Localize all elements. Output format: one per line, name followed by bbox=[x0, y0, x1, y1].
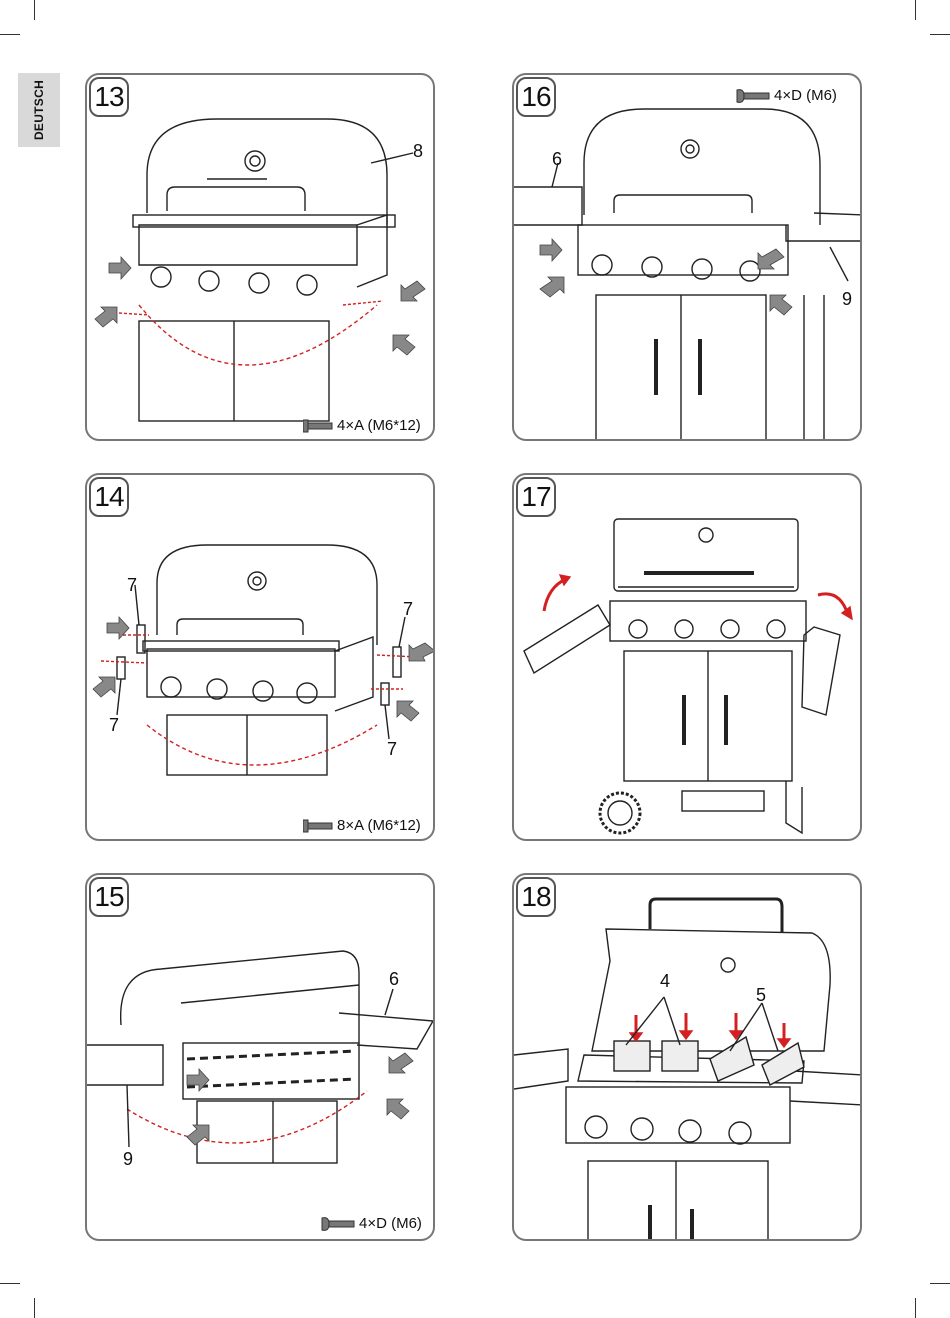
step-number-badge: 13 bbox=[89, 77, 129, 117]
part-label: 7 bbox=[127, 575, 137, 596]
part-label: 7 bbox=[387, 739, 397, 760]
crop-mark bbox=[0, 34, 20, 35]
step-number-badge: 14 bbox=[89, 477, 129, 517]
screw-note-text: 4×D (M6) bbox=[774, 87, 837, 104]
crop-mark bbox=[34, 0, 35, 20]
screw-note: 4×D (M6) bbox=[321, 1215, 422, 1232]
screw-note-text: 4×A (M6*12) bbox=[337, 417, 421, 434]
part-label: 4 bbox=[660, 971, 670, 992]
step-13-panel: 13 8 4×A (M6*12) bbox=[85, 73, 435, 441]
step-number-badge: 18 bbox=[516, 877, 556, 917]
step-13-illustration bbox=[87, 75, 435, 441]
part-label: 5 bbox=[756, 985, 766, 1006]
screw-note-text: 8×A (M6*12) bbox=[337, 817, 421, 834]
step-15-panel: 15 6 9 4×D (M6) bbox=[85, 873, 435, 1241]
step-17-illustration bbox=[514, 475, 862, 841]
part-label: 6 bbox=[389, 969, 399, 990]
step-16-illustration bbox=[514, 75, 862, 441]
screw-note-text: 4×D (M6) bbox=[359, 1215, 422, 1232]
part-label: 6 bbox=[552, 149, 562, 170]
step-number-badge: 15 bbox=[89, 877, 129, 917]
step-14-panel: 14 7 7 7 7 8×A (M6*12) bbox=[85, 473, 435, 841]
part-label: 9 bbox=[842, 289, 852, 310]
bolt-d-icon bbox=[321, 1216, 355, 1232]
step-15-illustration bbox=[87, 875, 435, 1241]
screw-note: 4×D (M6) bbox=[736, 87, 837, 104]
language-tab-label: DEUTSCH bbox=[32, 80, 46, 140]
part-label: 7 bbox=[109, 715, 119, 736]
crop-mark bbox=[930, 34, 950, 35]
part-label: 7 bbox=[403, 599, 413, 620]
bolt-a-icon bbox=[303, 419, 333, 433]
crop-mark bbox=[915, 1298, 916, 1318]
crop-mark bbox=[0, 1283, 20, 1284]
part-label: 9 bbox=[123, 1149, 133, 1170]
crop-mark bbox=[915, 0, 916, 20]
screw-note: 8×A (M6*12) bbox=[303, 817, 421, 834]
step-number-badge: 16 bbox=[516, 77, 556, 117]
crop-mark bbox=[34, 1298, 35, 1318]
step-18-illustration bbox=[514, 875, 862, 1241]
bolt-d-icon bbox=[736, 88, 770, 104]
bolt-a-icon bbox=[303, 819, 333, 833]
crop-mark bbox=[930, 1283, 950, 1284]
step-number-badge: 17 bbox=[516, 477, 556, 517]
step-14-illustration bbox=[87, 475, 435, 841]
step-18-panel: 18 4 5 bbox=[512, 873, 862, 1241]
part-label: 8 bbox=[413, 141, 423, 162]
language-tab: DEUTSCH bbox=[18, 73, 60, 147]
step-16-panel: 16 6 9 4×D (M6) bbox=[512, 73, 862, 441]
step-17-panel: 17 bbox=[512, 473, 862, 841]
screw-note: 4×A (M6*12) bbox=[303, 417, 421, 434]
